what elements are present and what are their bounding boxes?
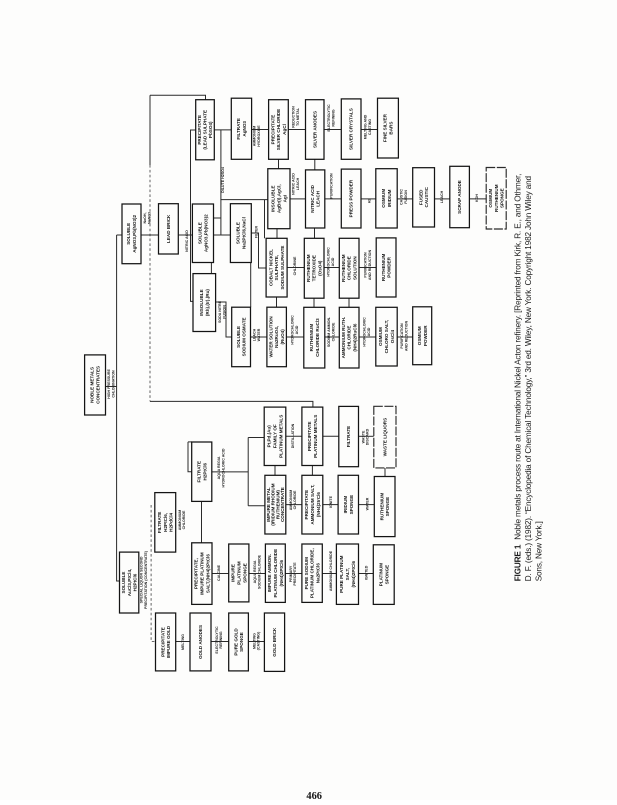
- svg-text:SODIUM AMMON.CHLORIDE: SODIUM AMMON.CHLORIDE: [327, 317, 335, 347]
- svg-text:WATER SOLUTIONNa2RuO4,(RuO4): WATER SOLUTIONNa2RuO4,(RuO4): [269, 316, 285, 358]
- svg-text:PRECIPITATE,IMPURE PLATINUMSAL: PRECIPITATE,IMPURE PLATINUMSALT,(NH4)2Pt…: [194, 552, 211, 595]
- svg-text:FINE SILVERBARS: FINE SILVERBARS: [383, 113, 394, 142]
- svg-text:GOLD ANODES: GOLD ANODES: [198, 625, 203, 659]
- svg-text:SOLUBLEAgNO3,Pb(NO3)2: SOLUBLEAgNO3,Pb(NO3)2: [198, 214, 209, 252]
- svg-text:PRECIPITATEAMMONIUM SALT,(NH4): PRECIPITATEAMMONIUM SALT,(NH4)2IrCl6: [304, 485, 321, 525]
- svg-text:FILTRATEH2PtCl6,H2PdCl4: FILTRATEH2PtCl6,H2PdCl4: [157, 512, 174, 534]
- svg-text:SOLUBLEAgNO3,Pb(NO3)2: SOLUBLEAgNO3,Pb(NO3)2: [126, 214, 137, 252]
- svg-text:CAUSTICFUSION: CAUSTICFUSION: [400, 189, 408, 205]
- svg-text:MELTING ANDCASTING: MELTING ANDCASTING: [364, 114, 372, 139]
- svg-text:SODA NITREFUSION: SODA NITREFUSION: [218, 300, 226, 323]
- svg-text:IGNITED: IGNITED: [364, 565, 368, 580]
- svg-text:PURIFICATION: PURIFICATION: [329, 173, 333, 199]
- svg-text:WASTE LIQUORS: WASTE LIQUORS: [383, 418, 388, 457]
- svg-text:PURE SODIUMPLATINUM CHLORIDE,N: PURE SODIUMPLATINUM CHLORIDE,Na2PtCl6: [304, 548, 321, 598]
- svg-text:AMMONIUM RUTH.CHLORIDE(NH4)2Ru: AMMONIUM RUTH.CHLORIDE(NH4)2RuCl6: [341, 317, 357, 359]
- svg-text:PRECIPITATE(LEAD SULPHATEPbSO4: PRECIPITATE(LEAD SULPHATEPbSO4): [197, 110, 213, 150]
- svg-text:H2: H2: [368, 199, 372, 204]
- svg-text:PRECIPITATEIMPURE GOLD: PRECIPITATEIMPURE GOLD: [160, 625, 171, 658]
- svg-text:KOH: KOH: [475, 194, 479, 202]
- svg-text:Sons, New York.]: Sons, New York.]: [534, 521, 543, 581]
- svg-text:WATER: WATER: [365, 497, 369, 510]
- svg-text:IGNITE: IGNITE: [329, 495, 333, 508]
- svg-text:RUTHENIUMCHLORIDE RuCl3: RUTHENIUMCHLORIDE RuCl3: [309, 318, 320, 357]
- svg-text:CHLORINE: CHLORINE: [293, 256, 297, 275]
- svg-text:ELECTROLYTICREFINING: ELECTROLYTICREFINING: [327, 104, 335, 132]
- svg-text:LEACHWATER: LEACHWATER: [253, 328, 261, 341]
- svg-text:OSMIUMRUTHENIUMSPONGE: OSMIUMRUTHENIUMSPONGE: [488, 184, 505, 212]
- svg-text:WASTEDISCARD: WASTEDISCARD: [361, 428, 369, 445]
- svg-text:PRECIPITATESILVER CHLORIDEAgCl: PRECIPITATESILVER CHLORIDEAgCl: [270, 109, 286, 151]
- svg-text:HYDROCHLORICACID: HYDROCHLORICACID: [291, 315, 299, 345]
- svg-text:HYDROCHLORICACID: HYDROCHLORICACID: [327, 247, 335, 277]
- svg-text:MELTING: MELTING: [181, 634, 185, 650]
- svg-text:DISTILLATION: DISTILLATION: [291, 423, 295, 448]
- svg-text:AMMONIUM CHLORIDE: AMMONIUM CHLORIDE: [329, 550, 333, 591]
- svg-text:RUTHENIUMTETROXIDE(OsO4): RUTHENIUMTETROXIDE(OsO4): [306, 254, 322, 282]
- svg-text:NITRIC ACID: NITRIC ACID: [185, 230, 189, 252]
- svg-text:RUTHENIUMCHLORIDESOLUTION: RUTHENIUMCHLORIDESOLUTION: [341, 254, 357, 282]
- svg-text:SOLUBLEAuCl3,PtCl4,H2PtCl6: SOLUBLEAuCl3,PtCl4,H2PtCl6: [121, 569, 137, 597]
- svg-text:IMPURE METAL(IRIDIUM RHODIUMRU: IMPURE METAL(IRIDIUM RHODIUMRUTHENIUM)CO…: [266, 483, 285, 526]
- svg-text:PRECIPITATEPLATINUM METALS: PRECIPITATEPLATINUM METALS: [307, 415, 318, 458]
- svg-text:MELTING(CASTING): MELTING(CASTING): [252, 631, 260, 650]
- svg-text:IMPUREPLATINUMSPONGE: IMPUREPLATINUMSPONGE: [231, 561, 248, 585]
- svg-text:D. F. (eds.) (1982). “Encyclop: D. F. (eds.) (1982). “Encyclopedia of Ch…: [524, 175, 533, 581]
- svg-text:COBALT NICKELSULPHATE,SODIUM S: COBALT NICKELSULPHATE,SODIUM SULPHATE: [268, 246, 285, 290]
- svg-text:SOLUBLENa2PtCl6,NaCl: SOLUBLENa2PtCl6,NaCl: [236, 217, 247, 249]
- svg-text:NOBLE METALSCONCENTRATES: NOBLE METALSCONCENTRATES: [90, 366, 101, 404]
- svg-text:FILTRATEAgNO3: FILTRATEAgNO3: [236, 118, 247, 140]
- svg-text:LEACH: LEACH: [440, 190, 444, 203]
- svg-text:OSMIUMIRIDIUM: OSMIUMIRIDIUM: [381, 189, 392, 208]
- svg-text:SCRAP ANODE: SCRAP ANODE: [457, 180, 462, 214]
- svg-text:FILTER: FILTER: [254, 225, 258, 238]
- svg-text:OSMIUMPOWDER: OSMIUMPOWDER: [417, 325, 428, 346]
- svg-text:PRIMARYPRECIPITATE: PRIMARYPRECIPITATE: [289, 562, 297, 586]
- svg-text:REDUCTIONTO METAL: REDUCTIONTO METAL: [292, 106, 300, 128]
- svg-text:SOLUBLESODIUM OSMATE: SOLUBLESODIUM OSMATE: [236, 317, 247, 356]
- svg-text:AMMONIUMCHLORIDE: AMMONIUMCHLORIDE: [289, 490, 297, 511]
- svg-text:SPECIAL LIQUOR SECONDPRECIPITA: SPECIAL LIQUOR SECONDPRECIPITATION (CONC…: [140, 550, 148, 609]
- svg-text:PRESS POWDER: PRESS POWDER: [349, 179, 354, 217]
- svg-text:ELECTROLYTICREFINING: ELECTROLYTICREFINING: [215, 626, 223, 654]
- svg-text:PURIFICATIONAND REDUCTION: PURIFICATIONAND REDUCTION: [364, 250, 372, 281]
- svg-text:FUSEDCAUSTIC: FUSEDCAUSTIC: [418, 186, 429, 207]
- svg-text:PURIFICATIONAND REDUCTION: PURIFICATIONAND REDUCTION: [400, 321, 408, 352]
- svg-text:AMMONIUMHYDROXIDE: AMMONIUMHYDROXIDE: [253, 125, 261, 147]
- svg-text:AQUA REGIAHYDROCHLORIC ACID: AQUA REGIAHYDROCHLORIC ACID: [217, 448, 225, 487]
- svg-text:RUTHENIUMSPONGE: RUTHENIUMSPONGE: [379, 493, 390, 521]
- svg-text:PURE GOLDSPONGE: PURE GOLDSPONGE: [233, 628, 244, 656]
- svg-text:GOLD BRICK: GOLD BRICK: [272, 627, 277, 657]
- svg-text:DILUTE H2SO4: DILUTE H2SO4: [221, 167, 225, 193]
- svg-text:INSOLUBLEAgBr(I),AgCl,AgI: INSOLUBLEAgBr(I),AgCl,AgI: [271, 184, 288, 213]
- svg-text:IRIDIUMSPONGE: IRIDIUMSPONGE: [343, 495, 354, 515]
- svg-text:LEAD BRICK: LEAD BRICK: [166, 214, 171, 243]
- svg-text:NaOH,NaNO3: NaOH,NaNO3: [143, 212, 151, 224]
- svg-text:HIGH PRESSURECHLORINATION: HIGH PRESSURECHLORINATION: [107, 369, 115, 399]
- svg-text:SILVER ANODES: SILVER ANODES: [312, 111, 317, 148]
- svg-text:AQUA REGIASODIUM CHLORIDE: AQUA REGIASODIUM CHLORIDE: [253, 554, 261, 589]
- svg-text:NITRIC ACIDLEACH: NITRIC ACIDLEACH: [292, 173, 300, 195]
- svg-text:CALCINE: CALCINE: [217, 564, 221, 581]
- svg-text:OSMIUMCHLORO SALT,OsCl4: OSMIUMCHLORO SALT,OsCl4: [378, 320, 395, 354]
- svg-text:INSOLUBLE(Rh),(Ir),(Ru): INSOLUBLE(Rh),(Ir),(Ru): [199, 289, 210, 317]
- svg-text:FIGURE 1Noble metals process r: FIGURE 1Noble metals process route at In…: [513, 174, 522, 582]
- svg-text:HYDROCHLORICACID: HYDROCHLORICACID: [363, 317, 371, 347]
- svg-text:FILTRATE: FILTRATE: [346, 426, 351, 448]
- svg-text:PURE PLATINUMSALT,(NH4)2PtCl6: PURE PLATINUMSALT,(NH4)2PtCl6: [339, 555, 356, 593]
- svg-text:466: 466: [306, 791, 322, 800]
- svg-text:FILTRATEH2PtCl6: FILTRATEH2PtCl6: [197, 461, 208, 483]
- svg-text:AMMONIUMCHLORIDE: AMMONIUMCHLORIDE: [178, 510, 186, 531]
- svg-text:SILVER CRYSTALS: SILVER CRYSTALS: [349, 108, 354, 150]
- svg-text:RUTHENIUMPOWDER: RUTHENIUMPOWDER: [381, 253, 392, 281]
- svg-text:PLATINUMSPONGE: PLATINUMSPONGE: [379, 563, 390, 587]
- svg-text:Pt,Pd,(Au)FAMILY OFPLATINUM ME: Pt,Pd,(Au)FAMILY OFPLATINUM METALS: [267, 415, 284, 458]
- svg-text:NITRIC ACIDLEACH: NITRIC ACIDLEACH: [310, 184, 321, 212]
- svg-text:IMPURE AMMON.PLATINUM CHLORIDE: IMPURE AMMON.PLATINUM CHLORIDE(NH4)2PtCl…: [267, 549, 284, 598]
